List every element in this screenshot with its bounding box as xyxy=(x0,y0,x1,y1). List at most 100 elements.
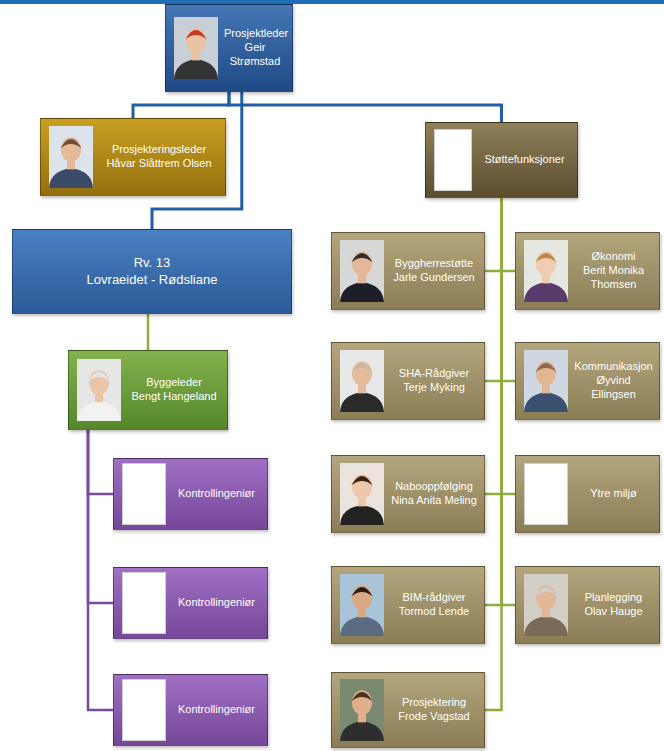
role-title: Byggeleder xyxy=(127,376,221,390)
role-title: Kommunikasjon xyxy=(574,360,653,374)
connector-line xyxy=(485,198,502,605)
photo-background xyxy=(524,350,568,412)
text-block: Støttefunksjoner xyxy=(472,153,577,167)
connector-line xyxy=(88,430,113,710)
connector-line xyxy=(485,198,502,381)
role-title: Kontrollingeniør xyxy=(172,703,261,717)
photo-hair xyxy=(351,476,372,485)
portrait-photo xyxy=(524,463,568,525)
photo-hair xyxy=(60,139,81,148)
photo-shoulders xyxy=(340,282,384,302)
portrait-photo xyxy=(524,350,568,412)
support-role-box: KommunikasjonØyvind Ellingsen xyxy=(515,342,660,420)
portrait-photo xyxy=(434,129,472,191)
photo-shoulders xyxy=(77,401,121,421)
role-title: Kontrollingeniør xyxy=(172,487,261,501)
person-name: Jarle Gundersen xyxy=(390,271,478,285)
portrait-photo xyxy=(122,572,166,634)
role-title: Rv. 13 xyxy=(19,255,285,271)
connector-line xyxy=(485,198,502,271)
portrait-photo xyxy=(340,679,384,741)
role-title: BIM-rådgiver xyxy=(390,591,478,605)
person-name: Tormod Lende xyxy=(390,605,478,619)
photo-shoulders xyxy=(49,168,93,188)
connector-line xyxy=(485,198,502,494)
photo-background xyxy=(340,574,384,636)
support-role-box: NabooppfølgingNina Anita Meling xyxy=(331,455,485,533)
text-block: PlanleggingOlav Hauge xyxy=(568,591,659,619)
person-name: Terje Myking xyxy=(390,381,478,395)
control-engineer-box: Kontrollingeniør xyxy=(113,567,268,639)
role-title: Byggherrestøtte xyxy=(390,257,478,271)
photo-background xyxy=(77,359,121,421)
photo-face xyxy=(352,585,372,610)
photo-hair xyxy=(351,253,372,262)
role-title: Prosjektering xyxy=(390,696,478,710)
portrait-photo xyxy=(340,463,384,525)
photo-placeholder xyxy=(525,464,568,525)
text-block: Rv. 13Lovraeidet - Rødsliane xyxy=(13,255,291,288)
photo-face xyxy=(89,370,109,395)
text-block: ProsjektlederGeir Strømstad xyxy=(218,27,292,68)
role-title: Prosjektleder xyxy=(224,27,286,41)
text-block: ProsjekteringFrode Vagstad xyxy=(384,696,484,724)
role-title: Planlegging xyxy=(574,591,653,605)
photo-hair xyxy=(351,363,372,372)
support-role-box: SHA-RådgiverTerje Myking xyxy=(331,342,485,420)
photo-hair xyxy=(535,363,556,372)
header-bar xyxy=(0,0,664,4)
photo-face xyxy=(536,585,556,610)
photo-shoulders xyxy=(340,721,384,741)
photo-hair xyxy=(535,587,556,596)
photo-background xyxy=(524,574,568,636)
photo-face xyxy=(352,251,372,276)
photo-shoulders xyxy=(524,392,568,412)
connector-line xyxy=(502,198,516,271)
photo-shoulders xyxy=(524,282,568,302)
person-name: Geir Strømstad xyxy=(224,41,286,69)
text-block: BIM-rådgiverTormod Lende xyxy=(384,591,484,619)
photo-face xyxy=(352,690,372,715)
header-bar xyxy=(0,0,664,6)
photo-placeholder xyxy=(123,573,166,634)
photo-background xyxy=(340,350,384,412)
support-role-box: ØkonomiBerit Monika Thomsen xyxy=(515,232,660,310)
photo-placeholder xyxy=(123,464,166,525)
portrait-photo xyxy=(524,574,568,636)
support-role-box: Ytre miljø xyxy=(515,455,660,533)
control-engineer-box: Kontrollingeniør xyxy=(113,674,268,746)
role-title: Prosjekteringsleder xyxy=(99,143,219,157)
photo-shoulders xyxy=(340,505,384,525)
photo-face xyxy=(186,28,206,53)
text-block: KommunikasjonØyvind Ellingsen xyxy=(568,360,659,401)
photo-background xyxy=(340,679,384,741)
photo-placeholder xyxy=(123,680,166,741)
text-block: SHA-RådgiverTerje Myking xyxy=(384,367,484,395)
text-block: Kontrollingeniør xyxy=(166,487,267,501)
text-block: ByggelederBengt Hangeland xyxy=(121,376,227,404)
photo-shoulders xyxy=(174,59,218,79)
portrait-photo xyxy=(122,679,166,741)
connector-line xyxy=(147,314,150,350)
photo-background xyxy=(49,126,93,188)
photo-hair xyxy=(88,372,109,381)
text-block: ProsjekteringslederHåvar Slåttrem Olsen xyxy=(93,143,225,171)
portrait-photo xyxy=(340,350,384,412)
photo-face xyxy=(536,361,556,386)
role-title: Økonomi xyxy=(574,250,653,264)
portrait-photo xyxy=(524,240,568,302)
photo-placeholder xyxy=(435,130,472,191)
connector-line xyxy=(485,198,502,710)
photo-face xyxy=(352,361,372,386)
support-role-box: ByggherrestøtteJarle Gundersen xyxy=(331,232,485,310)
connector-line xyxy=(502,198,516,494)
support-functions-box: Støttefunksjoner xyxy=(425,122,578,198)
photo-hair xyxy=(351,692,372,701)
photo-background xyxy=(340,463,384,525)
photo-shoulders xyxy=(524,616,568,636)
photo-hair xyxy=(535,253,556,262)
portrait-photo xyxy=(340,240,384,302)
person-name: Nina Anita Meling xyxy=(390,494,478,508)
role-title: Nabooppfølging xyxy=(390,480,478,494)
photo-background xyxy=(174,17,218,79)
